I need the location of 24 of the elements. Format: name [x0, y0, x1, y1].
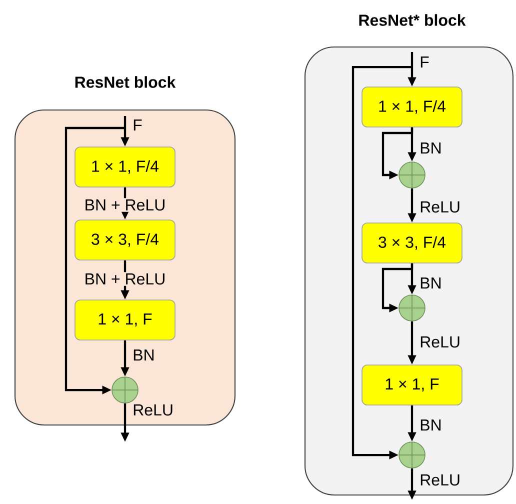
sum-circle — [398, 162, 426, 188]
edge-label: BN — [420, 420, 441, 430]
edge-label: BN — [420, 142, 441, 154]
edge-label: ReLU — [134, 404, 172, 416]
edge-label: F — [420, 56, 429, 68]
edge-label: BN + ReLU — [82, 272, 168, 286]
block-title: ResNet* block — [359, 14, 466, 26]
sum-circle — [398, 294, 426, 322]
conv-box: 1 × 1, F/4 — [362, 86, 462, 128]
sum-circle — [112, 376, 138, 404]
edge-label: ReLU — [420, 336, 460, 348]
sum-circle — [398, 442, 426, 468]
conv-box: 1 × 1, F/4 — [74, 146, 176, 188]
edge-label: ReLU — [420, 474, 460, 486]
edge-label: F — [134, 120, 142, 130]
edge-label: ReLU — [420, 201, 460, 213]
block-title: ResNet block — [75, 76, 176, 88]
edge-label: BN — [134, 350, 154, 360]
edge-label: BN — [420, 278, 441, 288]
conv-box: 1 × 1, F — [362, 364, 462, 406]
conv-box: 1 × 1, F — [74, 300, 176, 340]
conv-box: 3 × 3, F/4 — [362, 222, 462, 264]
conv-box: 3 × 3, F/4 — [74, 220, 176, 260]
edge-label: BN + ReLU — [82, 198, 168, 212]
